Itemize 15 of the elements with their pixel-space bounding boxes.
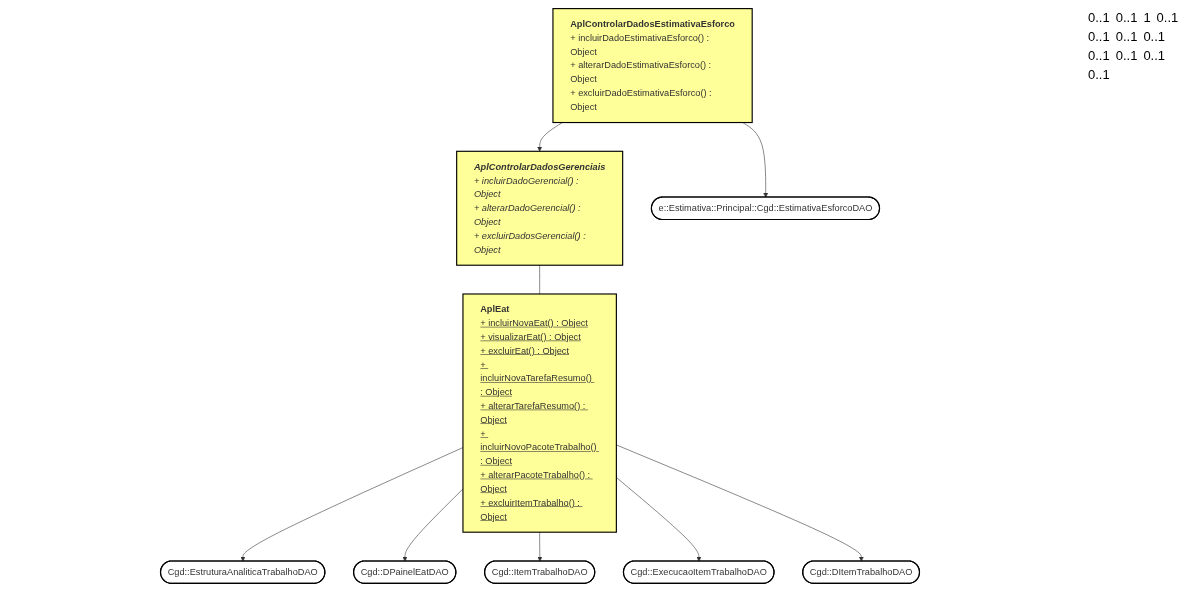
connector [539, 264, 540, 295]
multiplicity-label: 0..1 [1115, 29, 1138, 44]
multiplicity-label: 0..1 [1088, 10, 1110, 25]
multiplicity-label: 0..1 [1088, 67, 1110, 82]
multiplicity-label: 0..1 [1143, 29, 1166, 44]
node-box: AplControlarDadosEstimativaEsforco + incluirDadoEstimativaEsforco() : Object + alterarDadoEstimativaEsforco() : Object + excluirDadoEstimativaEsforco() : Object [552, 8, 753, 124]
node-box: AplEat + incluirNovaEat() : Object + visualizarEat() : Object + excluirEat() : Object + incluirNovaTarefaResumo() : Object + alterarTarefaResumo() : Object + incluirNovoPacoteTrabalho() : Object + alterarPacoteTrabalho() : Object + excluirItemTrabalho() : Object [462, 293, 617, 533]
multiplicity-label: 0..1 [1088, 29, 1110, 44]
multiplicity-label: 0..1 [1115, 10, 1138, 25]
node-box: AplControlarDadosGerenciais + incluirDadoGerencial() : Object + alterarDadoGerencial() : Object + excluirDadosGerencial() : Object [456, 150, 624, 266]
multiplicity-label: 0..1 [1156, 10, 1179, 25]
multiplicity-label: 0..1 [1088, 48, 1110, 63]
multiplicity-label: 0..1 [1143, 48, 1166, 63]
multiplicity-label: 1 [1143, 10, 1151, 25]
multiplicity-label: 0..1 [1115, 48, 1138, 63]
